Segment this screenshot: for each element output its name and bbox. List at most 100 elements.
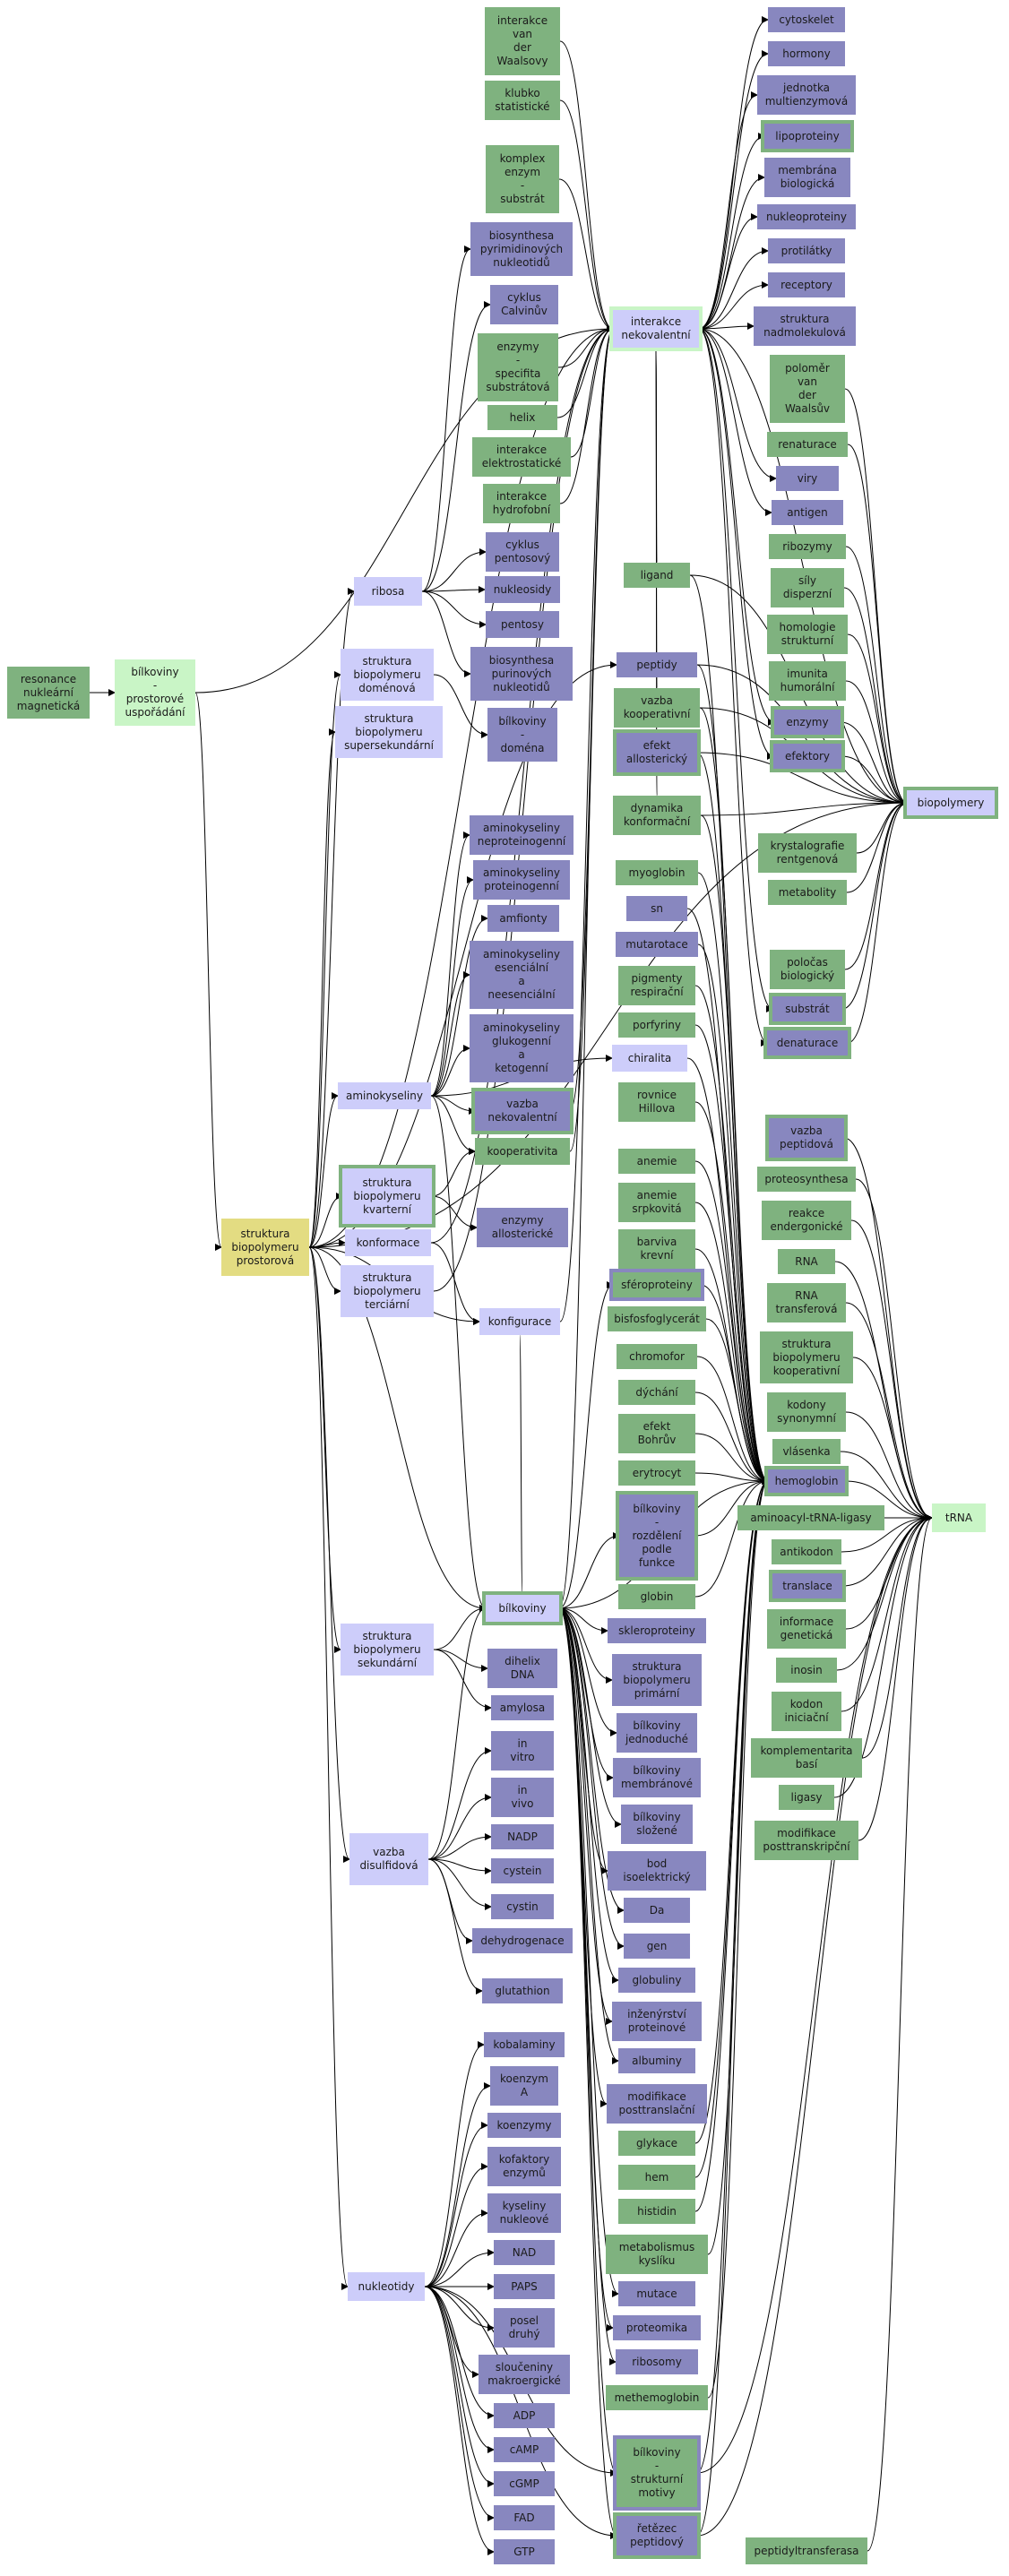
node-homologie[interactable]: homologie strukturní (767, 615, 848, 654)
node-posel[interactable]: posel druhý (494, 2308, 555, 2348)
node-gtp[interactable]: GTP (494, 2539, 555, 2564)
node-int-elektro[interactable]: interakce elektrostatické (472, 437, 571, 477)
node-antikodon[interactable]: antikodon (772, 1539, 841, 1564)
node-nad[interactable]: NAD (494, 2240, 555, 2265)
node-dihelix[interactable]: dihelix DNA (487, 1649, 557, 1688)
node-biopolymery[interactable]: biopolymery (903, 787, 998, 819)
node-receptory[interactable]: receptory (768, 272, 845, 297)
node-peptidyltrans[interactable]: peptidyltransferasa (746, 2537, 867, 2564)
node-hormony[interactable]: hormony (768, 41, 845, 66)
node-barviva[interactable]: barviva krevní (618, 1229, 695, 1269)
node-koenzymy[interactable]: koenzymy (487, 2113, 561, 2138)
node-bilk-slozene[interactable]: bílkoviny složené (621, 1805, 693, 1844)
node-bod-iso[interactable]: bod isoelektrický (608, 1851, 706, 1891)
node-sily[interactable]: síly disperzní (771, 568, 844, 607)
node-koenzym-a[interactable]: koenzym A (490, 2066, 558, 2106)
node-konfigurace[interactable]: konfigurace (479, 1308, 560, 1335)
node-polocas[interactable]: poločas biologický (770, 950, 845, 989)
node-kys-nukl[interactable]: kyseliny nukleové (487, 2193, 561, 2233)
node-kodony[interactable]: kodony synonymní (767, 1392, 846, 1432)
node-vlasenka[interactable]: vlásenka (772, 1439, 841, 1464)
node-bilk-membr[interactable]: bílkoviny membránové (613, 1758, 701, 1797)
node-komplement[interactable]: komplementarita basí (751, 1738, 862, 1778)
node-protilatky[interactable]: protilátky (768, 238, 845, 263)
node-substrat[interactable]: substrát (769, 993, 846, 1025)
node-chromofor[interactable]: chromofor (617, 1344, 697, 1369)
node-informace[interactable]: informace genetická (767, 1609, 846, 1649)
node-bilk-domena[interactable]: bílkoviny - doména (487, 708, 557, 762)
node-mutace[interactable]: mutace (618, 2281, 695, 2306)
node-resonance[interactable]: resonance nukleární magnetická (7, 667, 90, 719)
node-kobalaminy[interactable]: kobalaminy (484, 2032, 565, 2057)
node-denaturace[interactable]: denaturace (763, 1027, 851, 1059)
node-ak-gluko[interactable]: aminokyseliny glukogenní a ketogenní (470, 1014, 573, 1082)
node-str-koop[interactable]: struktura biopolymeru kooperativní (760, 1331, 853, 1383)
node-bilkoviny[interactable]: bílkoviny (482, 1591, 563, 1625)
node-calvin[interactable]: cyklus Calvinův (490, 285, 558, 324)
node-enzymy-spec[interactable]: enzymy - specifita substrátová (478, 333, 558, 401)
node-ak-neprot[interactable]: aminokyseliny neproteinogenní (470, 815, 573, 855)
node-polomer[interactable]: poloměr van der Waalsův (770, 355, 845, 423)
node-nukleoproteiny[interactable]: nukleoproteiny (757, 204, 856, 229)
node-methemoglobin[interactable]: methemoglobin (606, 2385, 708, 2410)
node-peptidy[interactable]: peptidy (617, 652, 697, 677)
node-ribozymy[interactable]: ribozymy (769, 534, 846, 559)
node-ak-esenc[interactable]: aminokyseliny esenciální a neesenciální (470, 941, 573, 1009)
node-konformace[interactable]: konformace (345, 1229, 431, 1256)
node-paps[interactable]: PAPS (494, 2274, 555, 2299)
node-aminoacyl[interactable]: aminoacyl-tRNA-ligasy (737, 1505, 884, 1530)
node-ligand[interactable]: ligand (624, 563, 690, 588)
node-in-vitro[interactable]: in vitro (491, 1731, 554, 1770)
node-trna[interactable]: tRNA (932, 1503, 986, 1532)
node-vazba-disulf[interactable]: vazba disulfidová (349, 1833, 428, 1885)
node-sferoproteiny[interactable]: sféroproteiny (609, 1269, 704, 1301)
node-pigmenty[interactable]: pigmenty respirační (618, 966, 695, 1005)
node-erytrocyt[interactable]: erytrocyt (618, 1460, 695, 1486)
node-adp[interactable]: ADP (494, 2403, 555, 2428)
node-efektory[interactable]: efektory (770, 740, 845, 772)
node-enz-aloster[interactable]: enzymy allosterické (477, 1208, 568, 1247)
node-dychani[interactable]: dýchání (618, 1380, 695, 1405)
node-ribosomy[interactable]: ribosomy (616, 2349, 698, 2374)
node-bilkoviny-prostor[interactable]: bílkoviny - prostorové uspořádání (115, 659, 195, 726)
node-globin[interactable]: globin (618, 1584, 695, 1609)
node-in-vivo[interactable]: in vivo (491, 1778, 554, 1817)
node-modif-posttr[interactable]: modifikace posttranskripční (755, 1821, 858, 1860)
node-str-sekundarni[interactable]: struktura biopolymeru sekundární (341, 1624, 434, 1676)
node-retezec[interactable]: řetězec peptidový (613, 2512, 701, 2559)
node-inzenyrstvi[interactable]: inženýrství proteinové (612, 2002, 702, 2041)
node-hem[interactable]: hem (618, 2165, 695, 2190)
node-viry[interactable]: viry (776, 466, 839, 491)
node-nukleosidy[interactable]: nukleosidy (485, 576, 560, 603)
node-nadp[interactable]: NADP (491, 1824, 554, 1849)
node-glykace[interactable]: glykace (618, 2131, 695, 2156)
node-ribosa[interactable]: ribosa (354, 577, 422, 606)
node-biosynth-pur[interactable]: biosynthesa purinových nukleotidů (470, 647, 573, 701)
node-komplex[interactable]: komplex enzym - substrát (486, 145, 559, 213)
node-str-kvarterni[interactable]: struktura biopolymeru kvarterní (339, 1165, 436, 1228)
node-kooperativita[interactable]: kooperativita (475, 1138, 570, 1165)
node-imunita[interactable]: imunita humorální (769, 661, 846, 701)
node-aminokyseliny[interactable]: aminokyseliny (338, 1082, 431, 1109)
node-myoglobin[interactable]: myoglobin (616, 860, 698, 885)
node-cyk-pent[interactable]: cyklus pentosový (486, 532, 559, 572)
node-amfionty[interactable]: amfionty (487, 905, 559, 932)
node-pentosy[interactable]: pentosy (486, 611, 559, 638)
node-metab-kysl[interactable]: metabolismus kyslíku (606, 2235, 708, 2274)
node-vazba-pept[interactable]: vazba peptidová (765, 1115, 848, 1161)
node-reakce[interactable]: reakce endergonické (762, 1201, 851, 1240)
node-str-domenova[interactable]: struktura biopolymeru doménová (341, 649, 434, 701)
node-rna[interactable]: RNA (778, 1249, 835, 1274)
node-efekt-bohr[interactable]: efekt Bohrův (618, 1414, 695, 1453)
node-proteosynthesa[interactable]: proteosynthesa (757, 1167, 856, 1192)
node-bilk-motivy[interactable]: bílkoviny - strukturní motivy (613, 2435, 701, 2511)
node-histidin[interactable]: histidin (618, 2199, 695, 2224)
node-str-terciarni[interactable]: struktura biopolymeru terciární (341, 1265, 434, 1317)
node-antigen[interactable]: antigen (772, 500, 843, 525)
node-cgmp[interactable]: cGMP (494, 2471, 555, 2496)
node-porfyriny[interactable]: porfyriny (618, 1012, 695, 1038)
node-modif-posttransl[interactable]: modifikace posttranslační (607, 2084, 707, 2124)
node-bilk-jedn[interactable]: bílkoviny jednoduché (617, 1713, 697, 1753)
node-rna-transf[interactable]: RNA transferová (767, 1283, 846, 1322)
node-fad[interactable]: FAD (494, 2505, 555, 2530)
